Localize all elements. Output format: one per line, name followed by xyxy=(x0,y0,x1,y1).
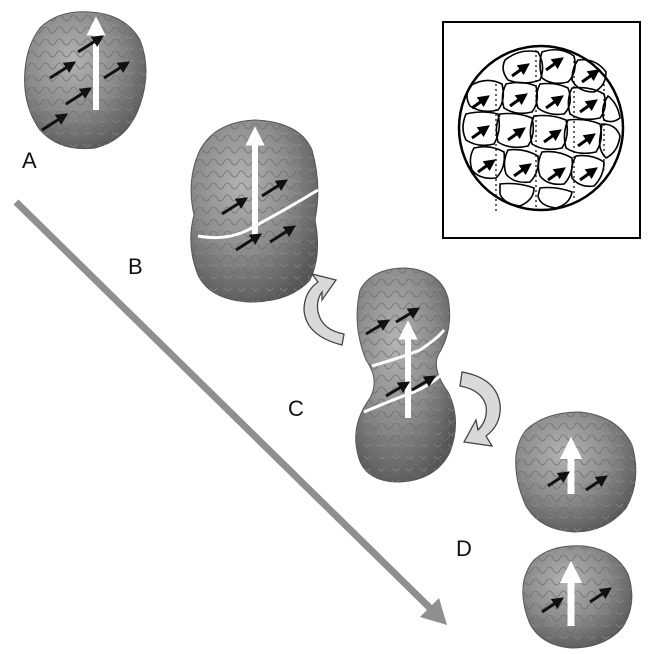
cell-c xyxy=(355,267,456,483)
panel-label-c: C xyxy=(288,396,304,421)
cell-d-bottom xyxy=(522,545,633,649)
inset-schematic xyxy=(442,21,641,239)
rotation-arrow-icon xyxy=(459,371,501,447)
cell-b xyxy=(190,119,319,303)
cell-d-top xyxy=(515,411,637,533)
rotation-arrow-icon xyxy=(303,272,345,346)
progression-arrow-icon xyxy=(13,199,447,625)
panel-label-b: B xyxy=(128,254,143,279)
cell-a xyxy=(24,11,147,150)
panel-label-a: A xyxy=(22,148,37,173)
panel-label-d: D xyxy=(456,536,472,561)
